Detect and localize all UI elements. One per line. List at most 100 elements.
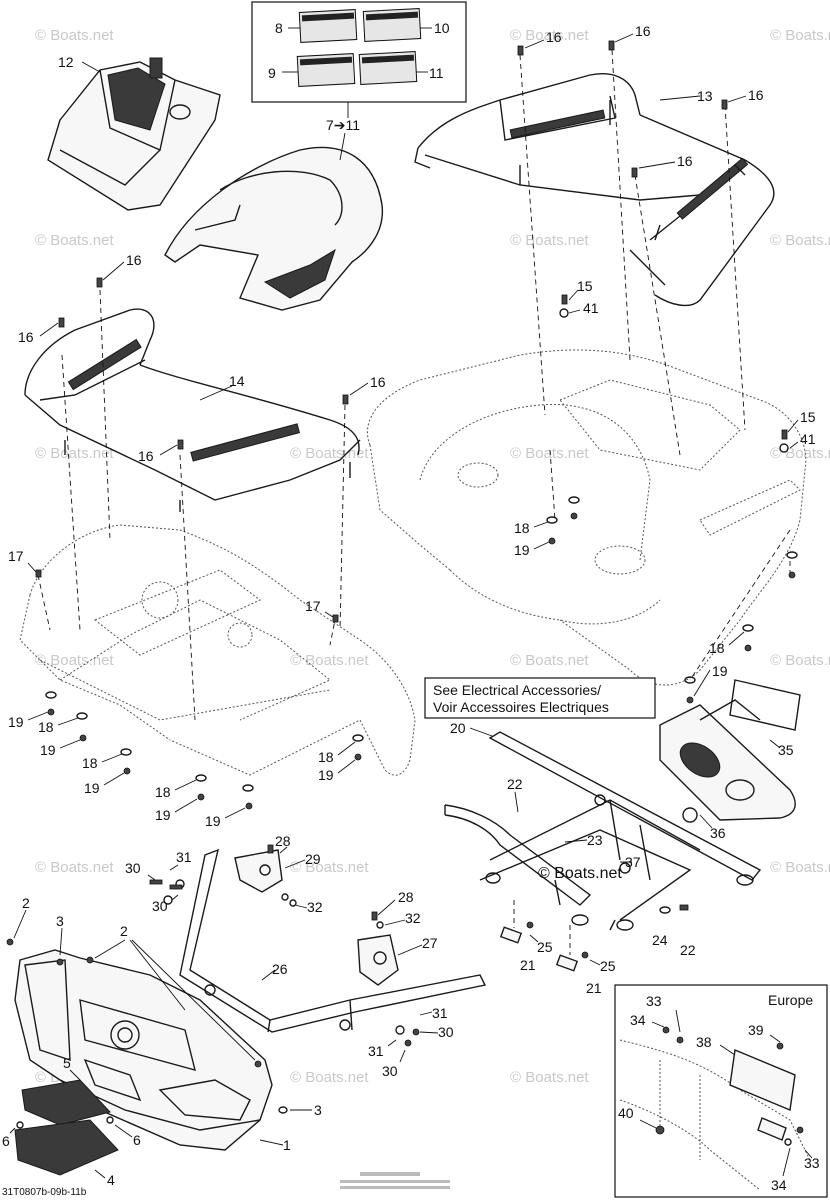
watermark: © Boats.net — [35, 445, 114, 462]
rack-fastener-labels: 16 16 16 16 16 16 16 16 15 41 15 41 — [18, 23, 816, 464]
electrical-accessories-note: See Electrical Accessories/ Voir Accesso… — [424, 677, 656, 719]
part-number: 20 — [450, 720, 466, 736]
part-number: 2 — [120, 923, 128, 939]
part-number: 37 — [625, 854, 641, 870]
part-number: 30 — [382, 1063, 398, 1079]
part-number: 18 — [318, 749, 334, 765]
part-number: 25 — [600, 958, 616, 974]
part-number: 19 — [40, 742, 56, 758]
watermark: © Boats.net — [290, 652, 369, 669]
part-number: 34 — [630, 1012, 646, 1028]
part-number: 1 — [283, 1137, 291, 1153]
part-number: 25 — [537, 939, 553, 955]
watermark: © Boats.net — [290, 1069, 369, 1086]
front-cover-part: 7➔11 — [164, 117, 384, 311]
part-number: 31 — [176, 849, 192, 865]
part-number: 23 — [587, 832, 603, 848]
front-rack-part: 14 — [24, 308, 361, 512]
part-number: 27 — [422, 935, 438, 951]
rear-rack-part: 13 — [414, 73, 775, 307]
part-number: 19 — [8, 714, 24, 730]
part-number: 33 — [804, 1155, 820, 1171]
part-number: 32 — [405, 910, 421, 926]
part-number: 22 — [507, 776, 523, 792]
rear-fender-body-part — [366, 349, 807, 686]
bumper-brackets: 28 29 32 28 32 27 31 30 30 31 30 31 30 — [125, 833, 454, 1079]
part-number: 19 — [514, 542, 530, 558]
part-number: 31 — [368, 1043, 384, 1059]
part-number: 14 — [229, 373, 245, 389]
front-bumper-bar-part: 26 — [179, 848, 487, 1033]
part-number: 17 — [305, 598, 321, 614]
part-number: 19 — [84, 780, 100, 796]
part-number: 30 — [152, 898, 168, 914]
part-number: 6 — [2, 1133, 10, 1149]
front-fender-labels: 17 17 19 18 19 18 19 18 19 19 18 19 — [8, 548, 356, 829]
watermark: © Boats.net — [510, 27, 589, 44]
watermark: © Boats.net — [35, 859, 114, 876]
part-number: 41 — [583, 300, 599, 316]
part-number: 31 — [432, 1005, 448, 1021]
watermark: © Boats.net — [770, 232, 830, 249]
part-number: 22 — [680, 942, 696, 958]
rear-frame-part: 20 22 23 37 36 © Boats.net — [444, 720, 762, 931]
part-number: 16 — [635, 23, 651, 39]
rack-bolts — [35, 40, 789, 623]
watermark: © Boats.net — [770, 652, 830, 669]
headlight-pod-part: 12 — [47, 54, 221, 211]
fender-washers — [45, 496, 798, 810]
part-number: 6 — [133, 1132, 141, 1148]
watermark: © Boats.net — [35, 27, 114, 44]
part-number: 18 — [155, 784, 171, 800]
part-number: 34 — [771, 1177, 787, 1193]
watermark: © Boats.net — [510, 445, 589, 462]
inset-title: Europe — [768, 992, 813, 1008]
part-number: 16 — [138, 448, 154, 464]
watermark-stamp: © Boats.net — [538, 865, 622, 882]
part-number: 18 — [82, 755, 98, 771]
watermark: © Boats.net — [35, 652, 114, 669]
part-number: 8 — [275, 20, 283, 36]
footer: 31T0807b-09b-11b — [2, 1172, 450, 1198]
watermark: © Boats.net — [290, 445, 369, 462]
watermark: © Boats.net — [770, 27, 830, 44]
part-number: 18 — [38, 719, 54, 735]
note-line: Voir Accessoires Electriques — [433, 699, 609, 715]
fastener-leaders-rear — [519, 49, 791, 681]
part-number: 16 — [546, 29, 562, 45]
part-number: 29 — [305, 851, 321, 867]
part-number: 17 — [8, 548, 24, 564]
watermark: © Boats.net — [35, 232, 114, 249]
part-number: 40 — [618, 1105, 634, 1121]
part-number: 16 — [18, 329, 34, 345]
part-number: 12 — [58, 54, 74, 70]
part-number: 4 — [107, 1172, 115, 1188]
part-number: 9 — [268, 65, 276, 81]
part-number: 19 — [205, 813, 221, 829]
part-number: 38 — [696, 1034, 712, 1050]
taillight-bracket-part: 35 — [659, 679, 801, 821]
part-number: 18 — [514, 520, 530, 536]
part-number: 41 — [800, 431, 816, 447]
part-number: 21 — [520, 957, 536, 973]
watermark: © Boats.net — [510, 652, 589, 669]
watermark: © Boats.net — [510, 1069, 589, 1086]
part-number: 13 — [697, 88, 713, 104]
decal-labels-box: 8 10 9 11 — [251, 1, 467, 118]
part-number: 16 — [748, 87, 764, 103]
note-line: See Electrical Accessories/ — [433, 682, 601, 698]
front-fender-body-part — [19, 524, 416, 776]
part-number: 5 — [63, 1055, 71, 1071]
part-number: 16 — [126, 252, 142, 268]
part-number: 19 — [712, 663, 728, 679]
part-number: 15 — [577, 278, 593, 294]
part-number: 33 — [646, 993, 662, 1009]
europe-inset: Europe 33 34 38 39 40 33 34 — [614, 984, 828, 1198]
part-number: 24 — [652, 932, 668, 948]
watermark: © Boats.net — [510, 232, 589, 249]
watermark: © Boats.net — [770, 859, 830, 876]
part-number: 32 — [307, 899, 323, 915]
part-number: 3 — [314, 1102, 322, 1118]
part-number: 16 — [677, 153, 693, 169]
